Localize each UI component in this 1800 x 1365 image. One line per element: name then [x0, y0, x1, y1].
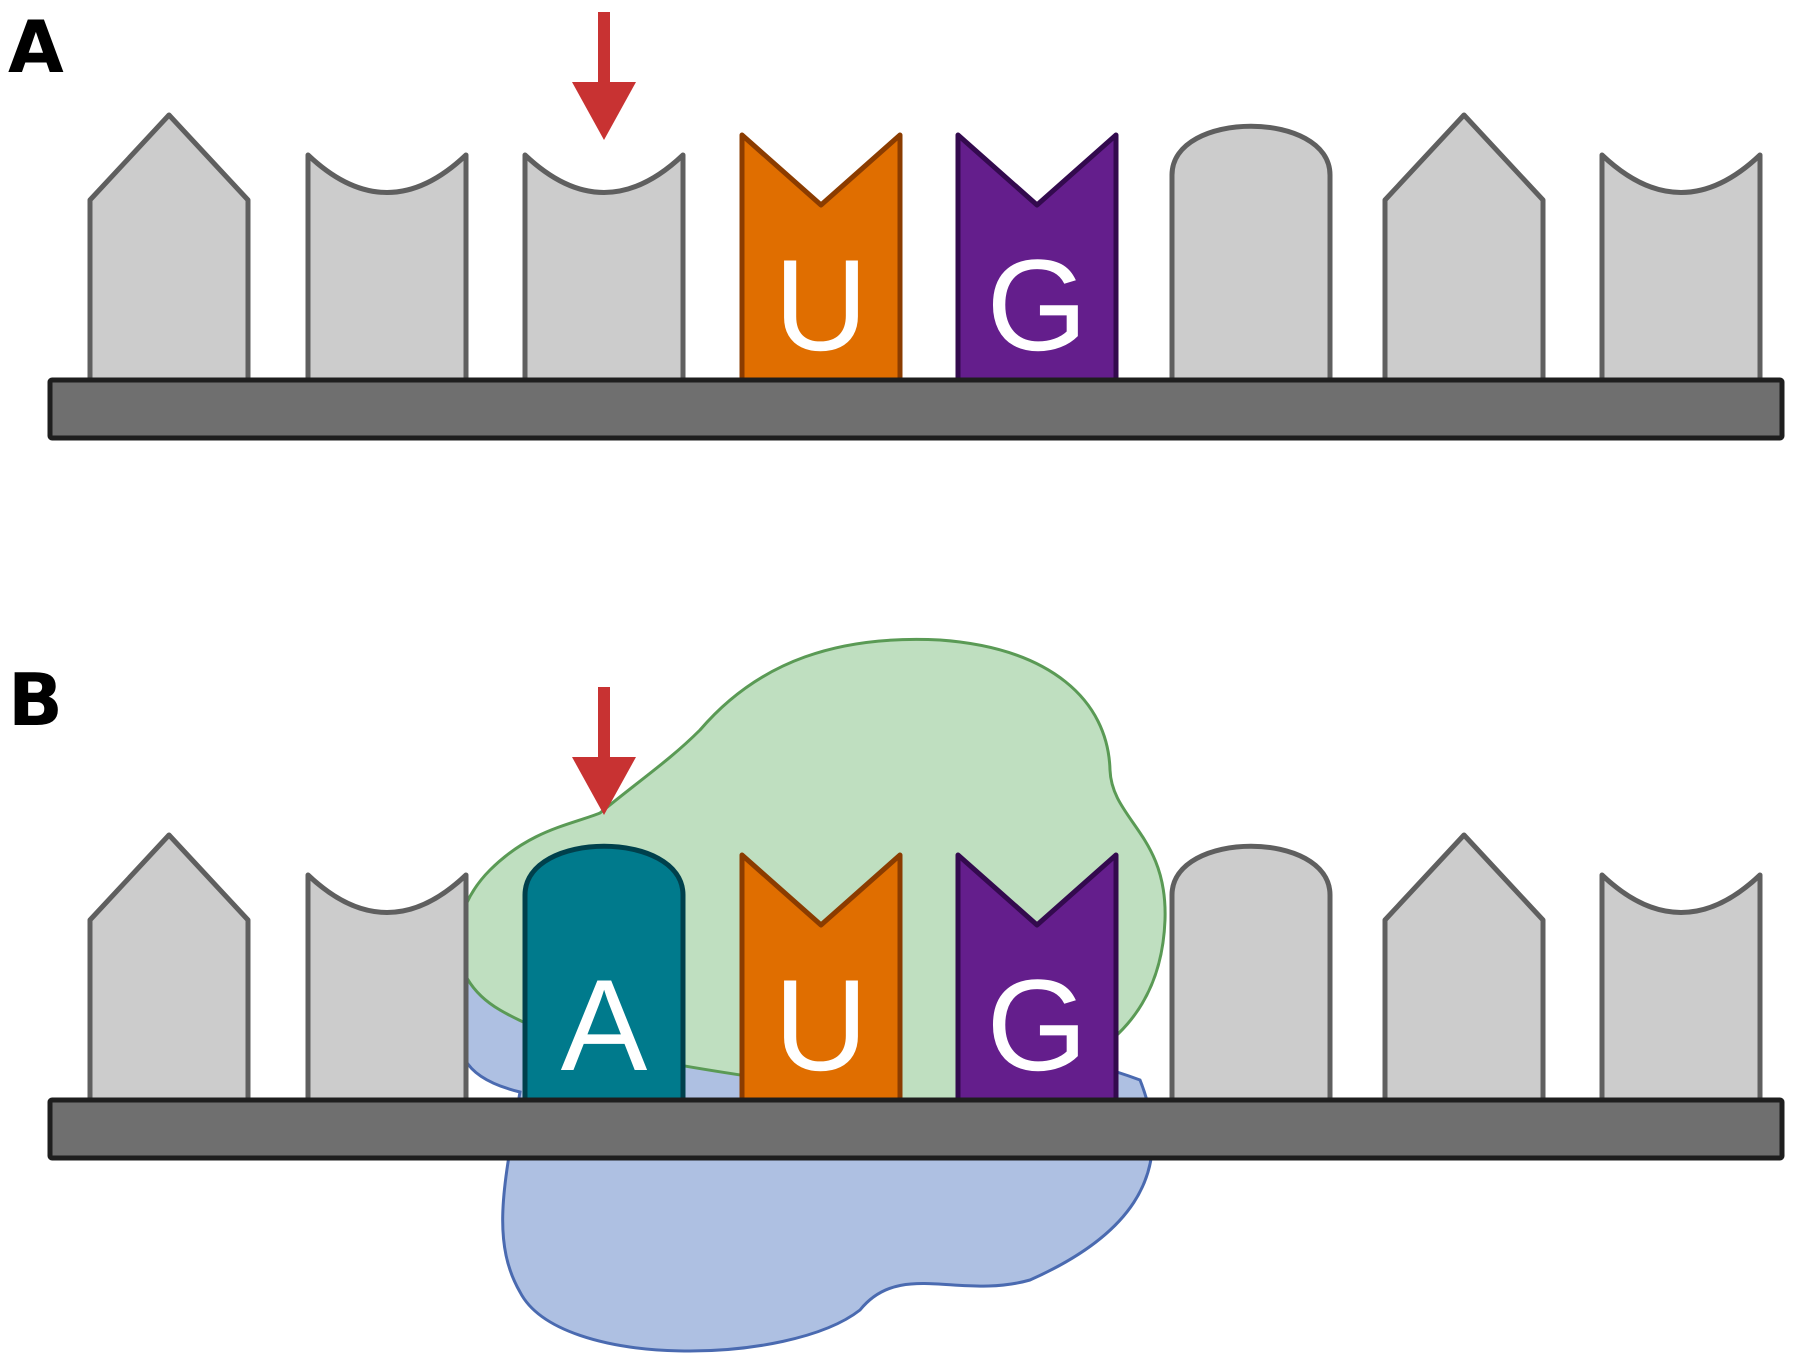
- nucleotide-cup: [522, 152, 686, 383]
- nucleotide-cup: [1599, 152, 1763, 383]
- nucleotide-cup: [305, 872, 469, 1103]
- nucleotide-point: [1382, 832, 1546, 1103]
- nucleotide-point: [87, 832, 251, 1103]
- nucleotide-point: [1382, 112, 1546, 383]
- base-letter-u: U: [774, 952, 868, 1098]
- panel-label-b: B: [8, 658, 63, 742]
- base-letter-g: G: [986, 232, 1087, 378]
- base-letter-u: U: [774, 232, 868, 378]
- arrow-head: [572, 757, 636, 815]
- mrna-backbone-a: [47, 377, 1785, 441]
- nucleotide-cup: [305, 152, 469, 383]
- nucleotide-dome: [1169, 123, 1333, 383]
- base-letter-g: G: [986, 952, 1087, 1098]
- nucleotide-cup: [1599, 872, 1763, 1103]
- arrow-head: [572, 82, 636, 140]
- nucleotide-a: [522, 843, 686, 1103]
- base-letter-a: A: [561, 952, 648, 1098]
- nucleotide-point: [87, 112, 251, 383]
- nucleotide-dome: [1169, 843, 1333, 1103]
- arrow-a: [572, 12, 636, 140]
- arrow-b: [572, 687, 636, 815]
- mrna-backbone-b: [47, 1097, 1785, 1161]
- panel-label-a: A: [8, 5, 64, 89]
